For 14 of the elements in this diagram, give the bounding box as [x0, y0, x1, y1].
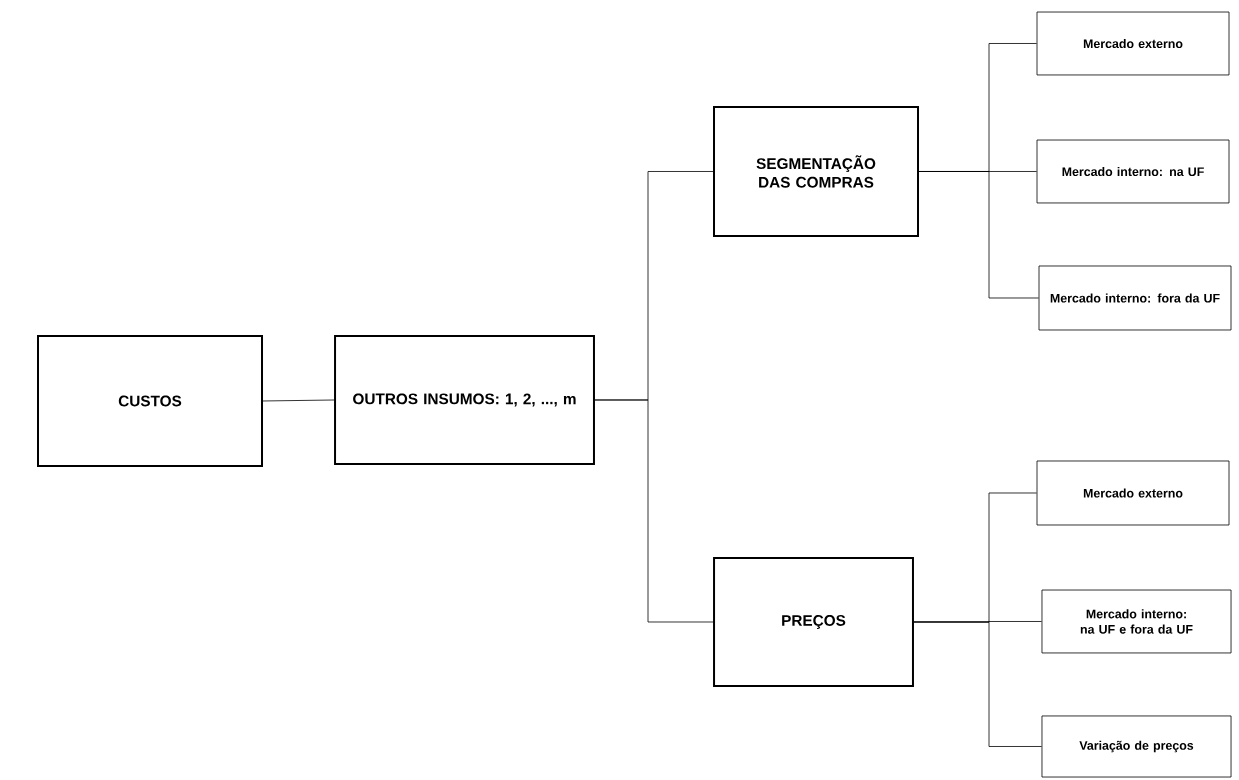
category-box: Mercado interno: na UF: [1036, 139, 1230, 204]
process-box: OUTROS INSUMOS: 1, 2, ..., m: [334, 335, 595, 465]
process-box: SEGMENTAÇÃO DAS COMPRAS: [713, 105, 919, 238]
process-box: PREÇOS: [713, 557, 914, 687]
connector: [918, 171, 1039, 299]
connector: [913, 621, 1042, 747]
category-box: Mercado externo: [1036, 460, 1230, 526]
process-box: CUSTOS: [37, 335, 263, 467]
connector: [594, 399, 714, 623]
category-box: Mercado externo: [1036, 11, 1230, 76]
category-box: Variação de preços: [1041, 715, 1232, 778]
category-box: Mercado interno: fora da UF: [1038, 265, 1232, 331]
category-box: Mercado interno: na UF e fora da UF: [1041, 589, 1232, 654]
connector: [262, 399, 335, 402]
